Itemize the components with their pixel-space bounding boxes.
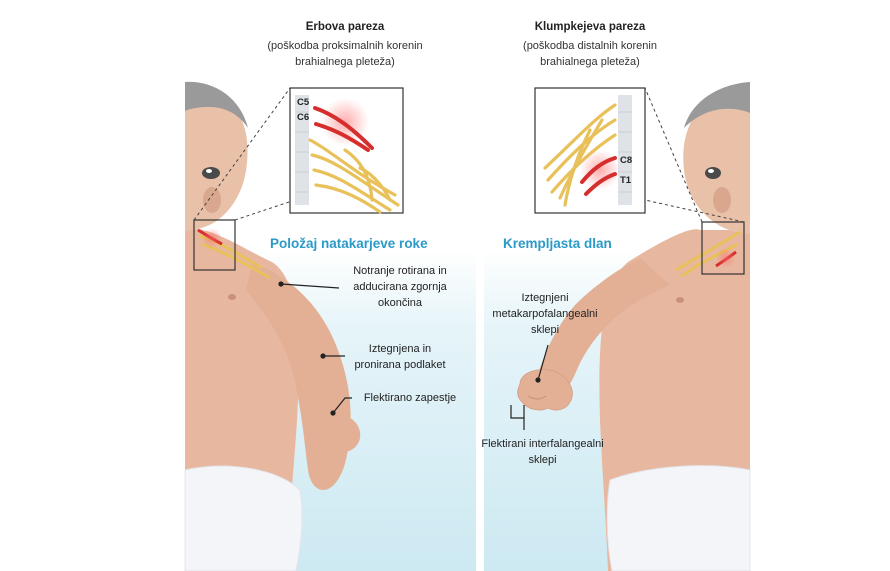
right-heading: Klumpkejeva pareza [495, 21, 685, 33]
nerve-label-t1: T1 [620, 175, 631, 186]
left-annotation-arm: Notranje rotirana in adducirana zgornja … [335, 263, 465, 311]
right-position-title: Krempljasta dlan [503, 236, 612, 251]
left-position-title: Položaj natakarjeve roke [270, 236, 428, 251]
right-subtitle-line2: brahialnega pleteža) [465, 54, 715, 70]
right-subtitle-line1: (poškodba distalnih korenin [465, 38, 715, 54]
left-annotation-wrist: Flektirano zapestje [345, 390, 475, 406]
left-heading: Erbova pareza [250, 21, 440, 33]
right-annotation-mcp: Iztegnjeni metakarpofalangealni sklepi [480, 290, 610, 338]
nerve-label-c5: C5 [297, 97, 309, 108]
left-annotation-wrist-line1: Flektirano zapestje [345, 390, 475, 406]
right-annotation-ip-line2: sklepi [465, 452, 620, 468]
nerve-label-c6: C6 [297, 112, 309, 123]
right-annotation-mcp-line2: metakarpofalangealni [480, 306, 610, 322]
left-annotation-arm-line1: Notranje rotirana in [335, 263, 465, 279]
right-annotation-mcp-line1: Iztegnjeni [480, 290, 610, 306]
left-annotation-arm-line2: adducirana zgornja [335, 279, 465, 295]
left-subtitle-line2: brahialnega pleteža) [220, 54, 470, 70]
left-annotation-forearm: Iztegnjena in pronirana podlaket [335, 341, 465, 373]
right-annotation-ip-line1: Flektirani interfalangealni [465, 436, 620, 452]
left-annotation-arm-line3: okončina [335, 295, 465, 311]
left-annotation-forearm-line1: Iztegnjena in [335, 341, 465, 357]
right-nerve-inset [535, 88, 645, 213]
left-annotation-forearm-line2: pronirana podlaket [335, 357, 465, 373]
left-subtitle-line1: (poškodba proksimalnih korenin [220, 38, 470, 54]
nerve-label-c8: C8 [620, 155, 632, 166]
right-annotation-mcp-line3: sklepi [480, 322, 610, 338]
right-annotation-ip: Flektirani interfalangealni sklepi [465, 436, 620, 468]
